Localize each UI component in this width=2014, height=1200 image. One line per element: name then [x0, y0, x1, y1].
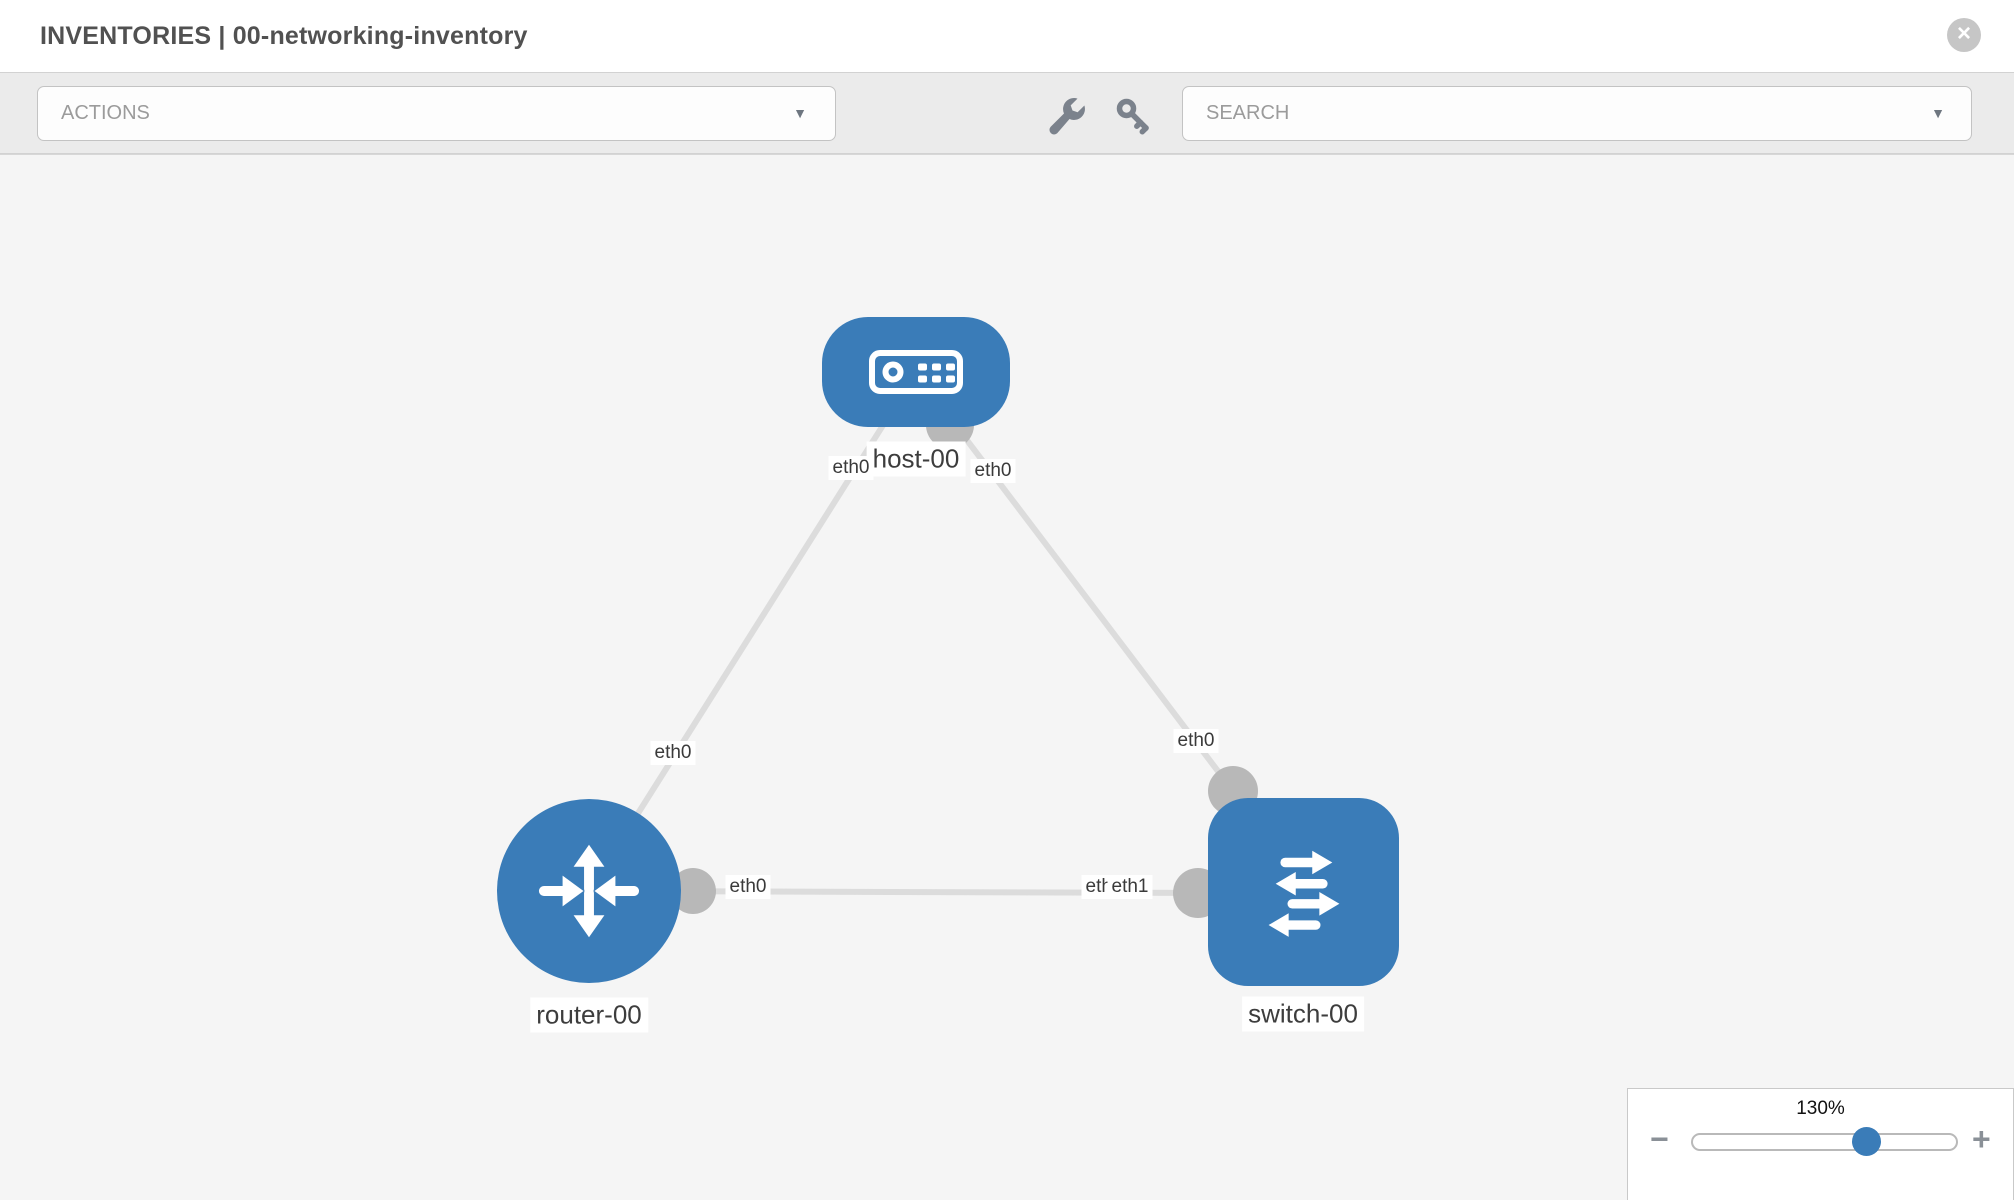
- iface-label-router-eth0-right: eth0: [725, 875, 771, 899]
- title-bar: INVENTORIES | 00-networking-inventory ×: [0, 0, 2014, 72]
- iface-label-host-eth0-right: eth0: [970, 459, 1016, 483]
- iface-label-host-eth0-left: eth0: [828, 456, 874, 480]
- node-host-00[interactable]: [822, 317, 1010, 427]
- node-switch-00[interactable]: [1208, 798, 1399, 986]
- connector-router-eth0[interactable]: [670, 868, 716, 914]
- switch-arrows-icon: [1268, 850, 1339, 937]
- iface-label-router-eth0-upper: eth0: [650, 741, 696, 765]
- wrench-icon: [1049, 98, 1085, 135]
- actions-dropdown-label: ACTIONS: [61, 102, 150, 124]
- zoom-in-button[interactable]: +: [1972, 1119, 1991, 1159]
- zoom-slider[interactable]: [1691, 1127, 1958, 1156]
- page-title: INVENTORIES | 00-networking-inventory: [40, 22, 528, 50]
- iface-label-switch-eth0-upper: eth0: [1173, 729, 1219, 753]
- server-icon: [869, 350, 963, 394]
- close-button[interactable]: ×: [1947, 18, 1981, 52]
- actions-dropdown[interactable]: ACTIONS ▼: [37, 86, 836, 141]
- minus-icon: −: [1650, 1121, 1669, 1157]
- iface-label-switch-eth1: eth1: [1107, 875, 1153, 899]
- key-icon: [1116, 98, 1149, 135]
- zoom-out-button[interactable]: −: [1650, 1119, 1669, 1159]
- configure-button[interactable]: [1047, 96, 1087, 136]
- link-host-switch[interactable]: [913, 371, 1236, 793]
- plus-icon: +: [1972, 1121, 1991, 1157]
- chevron-down-icon: ▼: [1931, 105, 1945, 121]
- close-icon: ×: [1956, 20, 1971, 47]
- node-label-switch: switch-00: [1242, 996, 1364, 1032]
- toolbar: ACTIONS ▼ SEARCH ▼: [0, 72, 2014, 154]
- node-label-host: host-00: [866, 441, 966, 477]
- topology-canvas[interactable]: host-00 router-00 switch-00 eth0 eth0 et…: [0, 154, 2014, 1200]
- topology-links: [586, 371, 1258, 918]
- zoom-percent-label: 130%: [1796, 1098, 1845, 1119]
- search-dropdown[interactable]: SEARCH ▼: [1182, 86, 1972, 141]
- search-input[interactable]: SEARCH: [1206, 102, 1290, 124]
- node-label-router: router-00: [530, 997, 648, 1033]
- zoom-slider-thumb[interactable]: [1852, 1127, 1881, 1156]
- node-router-00[interactable]: [497, 799, 681, 983]
- chevron-down-icon: ▼: [793, 105, 807, 121]
- router-arrows-icon: [538, 844, 640, 938]
- credentials-button[interactable]: [1113, 96, 1153, 136]
- zoom-panel: 130% − +: [1627, 1088, 2014, 1200]
